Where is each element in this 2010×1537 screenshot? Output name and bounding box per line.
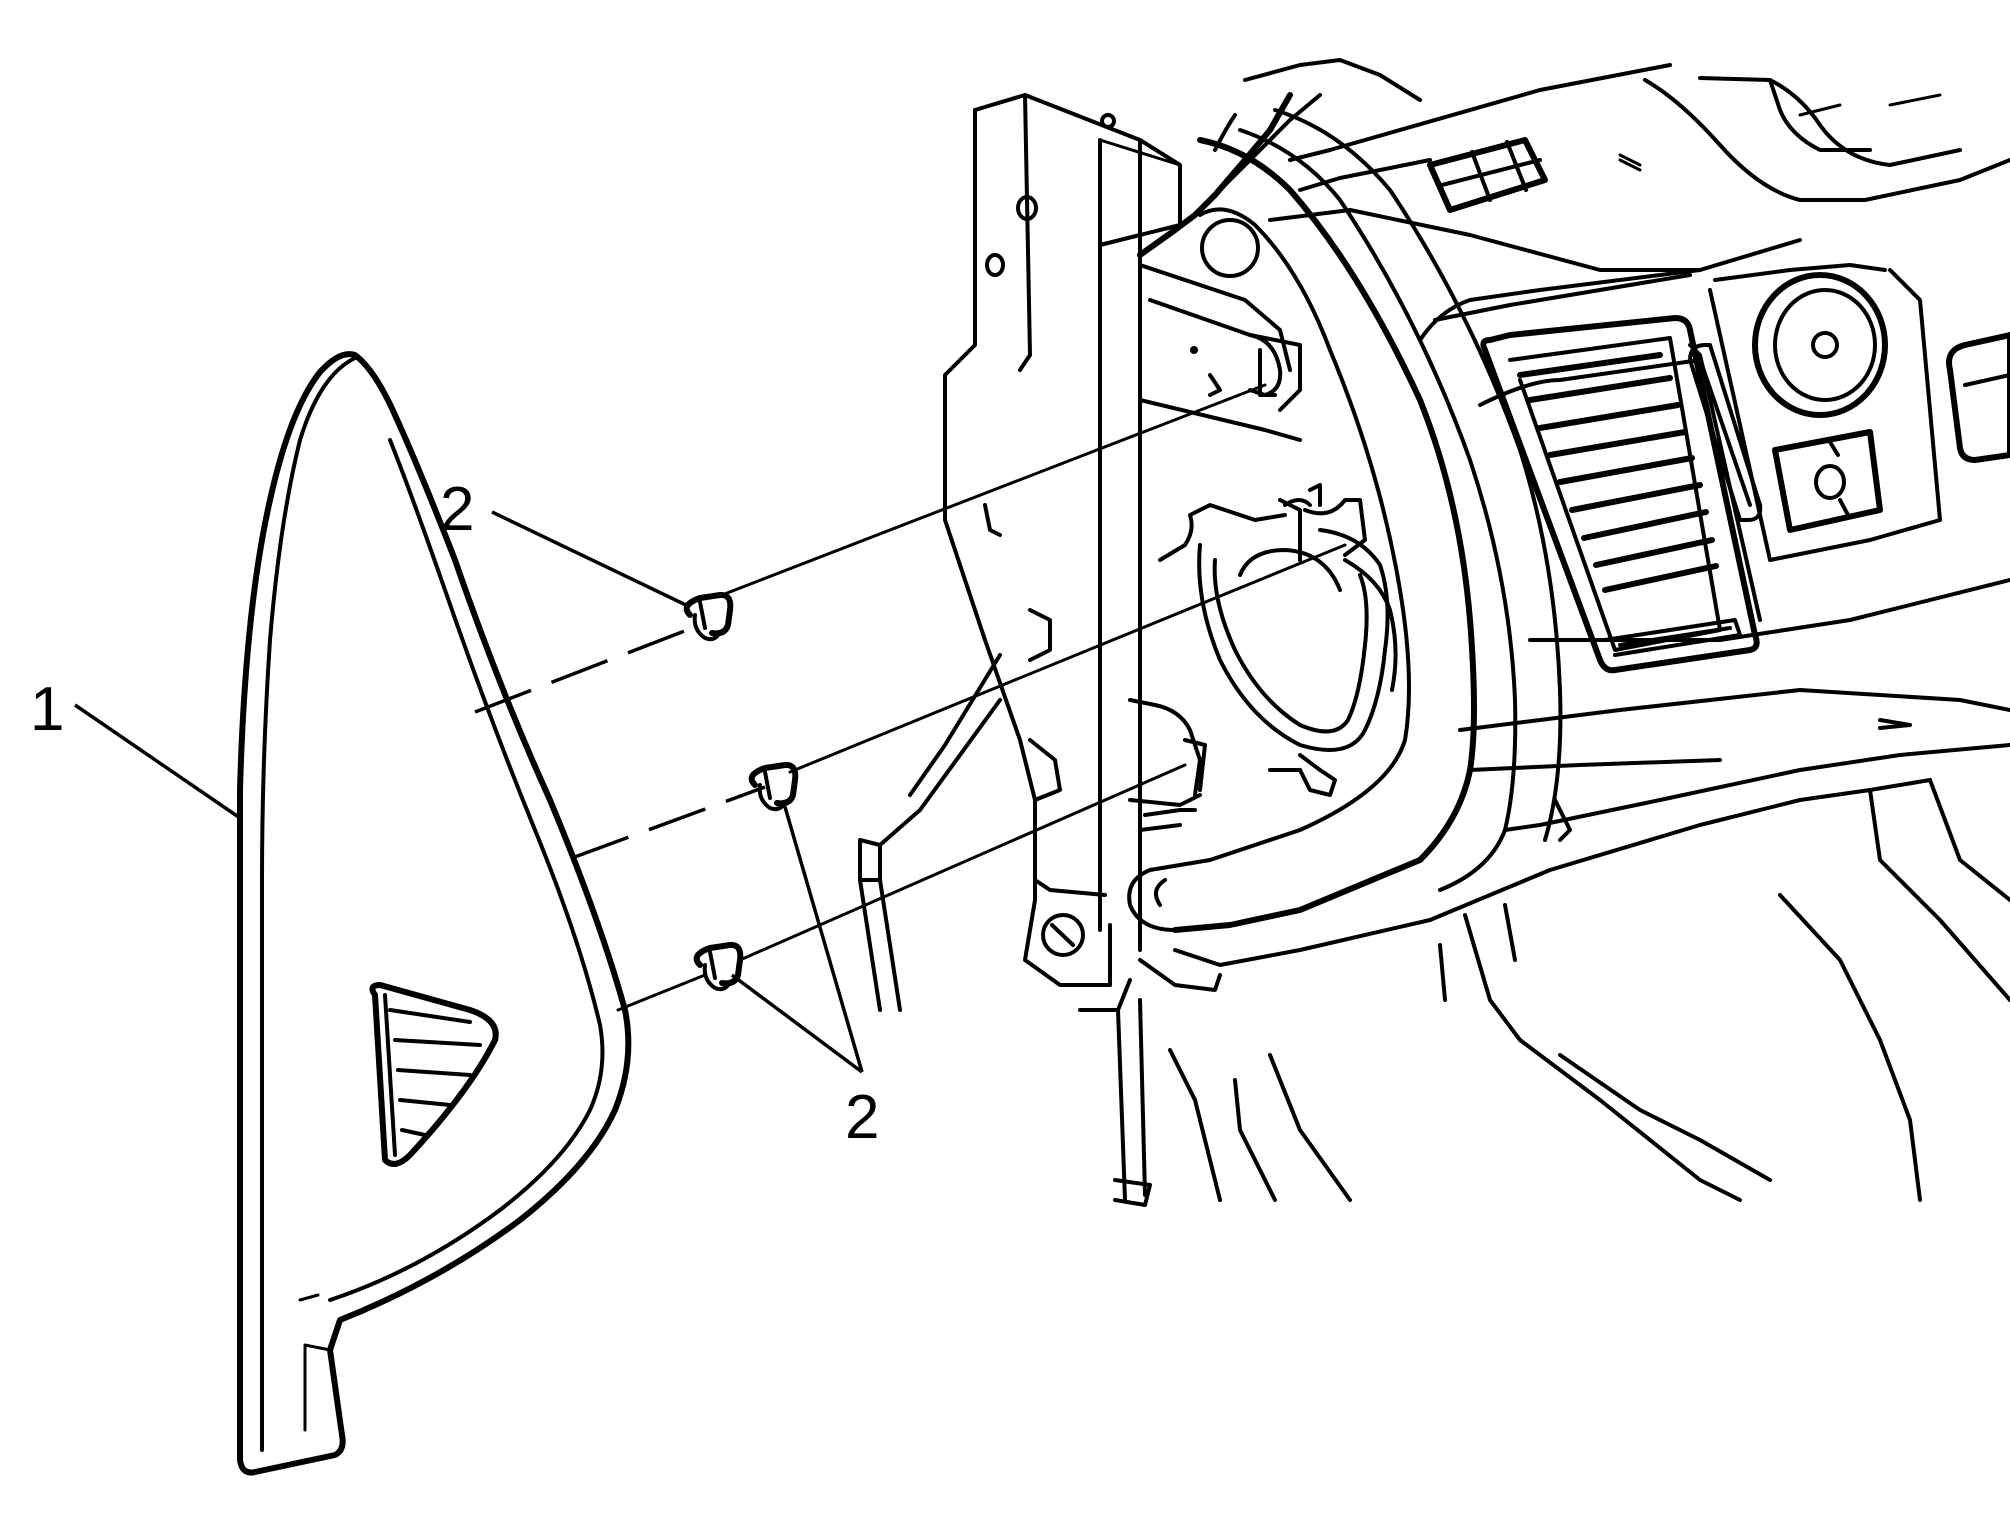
dash-switch [1772,429,1883,533]
callout-leaders [74,510,864,1074]
dash-small-grille [1427,137,1642,213]
inner-mounting-pocket [1128,263,1398,832]
dashboard-body [1168,58,2010,1202]
callout-label-1: 1 [30,675,64,744]
retainer-clip-lower [693,941,744,992]
side-trim-panel [237,351,632,1476]
retainer-clip-upper [683,591,734,642]
hinge-pillar-bracket [943,93,1182,987]
retainer-clip-middle [748,761,799,812]
dash-right-button [1946,332,2010,463]
instrument-panel-assembly [858,58,2010,1207]
side-trim-opening-frame [1127,92,1563,992]
alignment-lines [474,383,1347,1012]
callout-label-2-upper: 2 [440,475,474,544]
dash-air-vent [1480,315,1763,674]
support-rods [858,653,1152,1207]
dash-control-knob [1708,263,1942,562]
callout-label-2-lower: 2 [845,1083,879,1152]
